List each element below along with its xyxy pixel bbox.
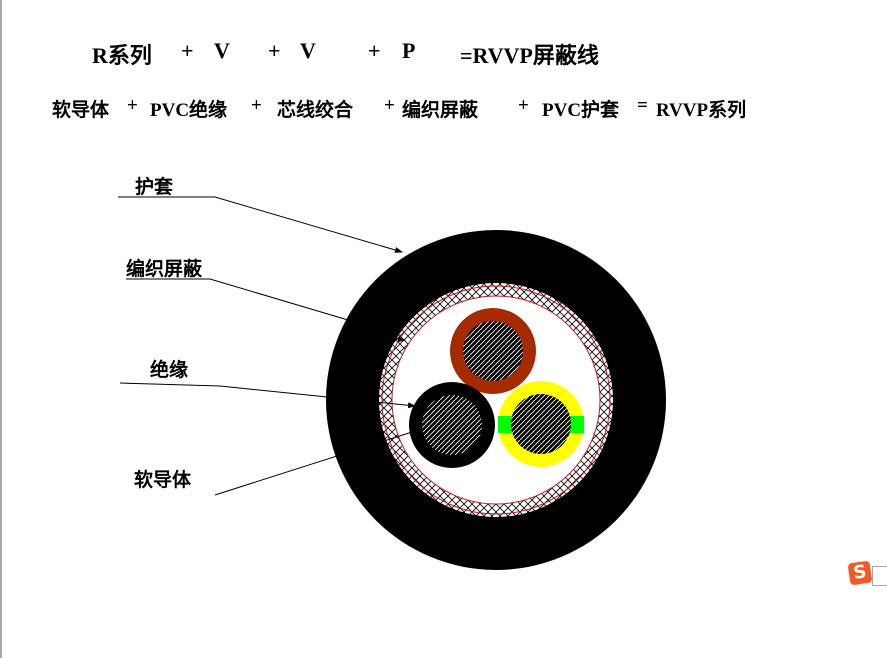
formula1-op: + (181, 38, 194, 63)
formula1-term: P (402, 38, 416, 63)
formula2-term: PVC护套 (542, 100, 620, 121)
label-insulation: 绝缘 (150, 360, 189, 381)
braid-outer-line (381, 285, 611, 515)
formula1-term: V (214, 38, 230, 63)
formula2-term: 编织屏蔽 (402, 100, 479, 121)
label-conductor: 软导体 (134, 470, 192, 491)
formula2-op: + (518, 95, 529, 116)
sogou-ime-icon[interactable]: S (847, 560, 873, 586)
formula2-op: + (251, 95, 262, 116)
formula2-term: 软导体 (52, 100, 110, 121)
label-sheath: 护套 (135, 177, 174, 198)
formula1-op: + (368, 38, 381, 63)
formula2-op: + (384, 95, 395, 116)
label-braid-shield: 编织屏蔽 (126, 259, 203, 280)
core-brown (450, 308, 536, 394)
formula2-result: RVVP系列 (656, 100, 747, 121)
window-edge (0, 0, 2, 658)
core-black (409, 382, 495, 468)
leader-lines (118, 196, 416, 496)
formula2-term: PVC绝缘 (150, 100, 228, 121)
formula1-term: V (300, 38, 316, 63)
core-yellow-green (498, 381, 584, 467)
formula2-op: + (127, 95, 138, 116)
formula1-term: R系列 (92, 43, 152, 68)
formula2-op: = (637, 95, 648, 116)
formula1-result: =RVVP屏蔽线 (460, 43, 599, 68)
formula1-op: + (268, 38, 281, 63)
formula2-term: 芯线绞合 (277, 100, 354, 121)
ime-toolbar[interactable] (872, 566, 887, 586)
